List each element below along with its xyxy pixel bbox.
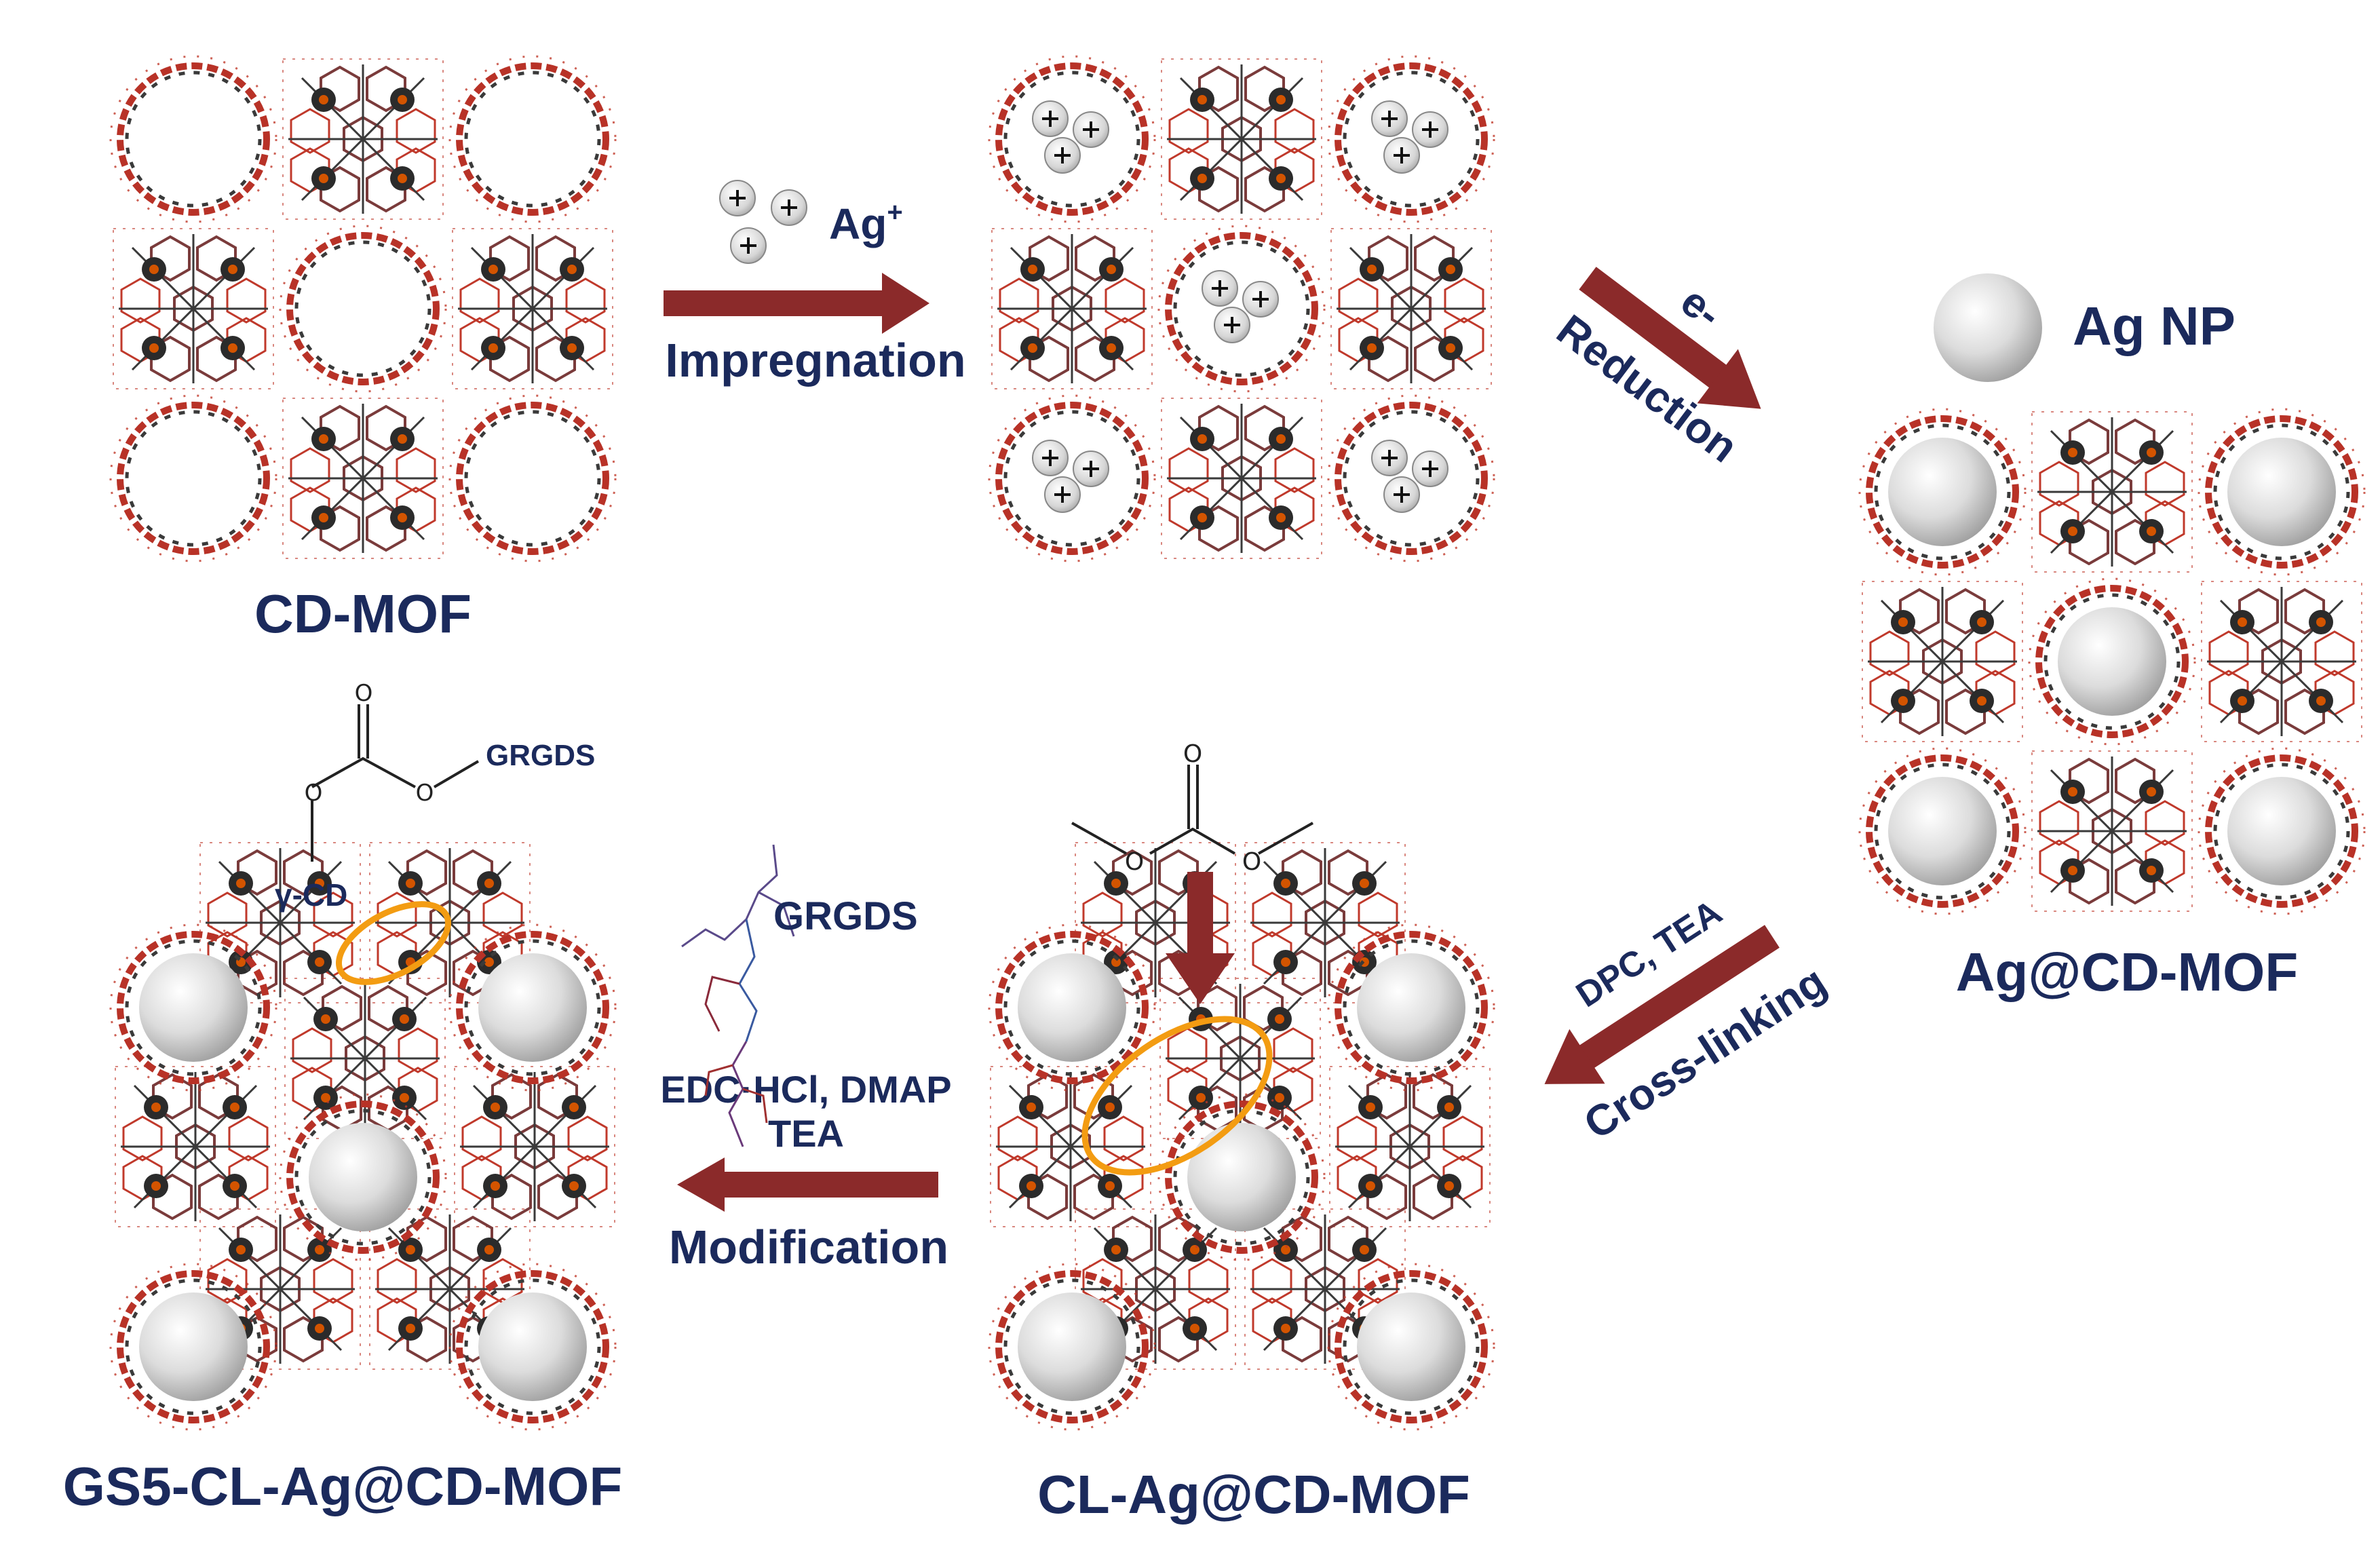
ag-np-label: Ag NP [2073,296,2235,356]
cl-ag-cd-mof-lattice [989,841,1494,1430]
modification-reagent-label-1: EDC·HCl, DMAP [660,1068,951,1111]
grgds-chain-label: GRGDS [486,739,595,772]
gs5-cl-ag-cd-mof-lattice [111,841,615,1430]
modification-label: Modification [669,1221,948,1274]
dpc-ester-o-left: O [1125,848,1144,876]
impregnation-arrow [664,273,929,334]
dpc-down-arrow [1166,872,1235,1004]
dpc-ester-o-right: O [1242,848,1261,876]
crosslinking-arrow [1544,925,1780,1084]
electron-label: e- [1672,277,1731,337]
crosslink-reagent-label: DPC, TEA [1569,892,1729,1015]
impregnation-label: Impregnation [665,334,965,387]
carbonate-linker [311,704,480,862]
cd-mof-lattice [111,56,615,561]
linker-ester-o-right: O [416,780,434,807]
silver-nanoparticle-icon [1934,273,2042,382]
cd-mof-label: CD-MOF [254,583,472,644]
linker-ester-o-left: O [305,780,323,807]
modification-arrow [677,1157,938,1212]
grgds-peptide-icon [681,844,795,1147]
conjugation-site-highlight [335,901,452,985]
modification-reagent-label-2: TEA [768,1112,844,1155]
silver-ion-icon [718,179,808,265]
ag-cd-mof-label: Ag@CD-MOF [1956,942,2299,1002]
grgds-reagent-label: GRGDS [773,894,918,938]
ag-cd-mof-lattice [1860,409,2364,914]
dpc-carbonyl-o: O [1183,740,1202,768]
gamma-cd-label: γ-CD [275,877,347,913]
crosslink-highlight [1081,1016,1273,1176]
dpc-molecule [1071,765,1313,855]
ag-ion-loaded-lattice [989,56,1494,561]
linker-carbonyl-o: O [355,680,373,707]
reduction-arrow [1579,267,1761,409]
ag-ion-label: Ag+ [829,197,903,248]
gs5-cl-ag-cd-mof-label: GS5-CL-Ag@CD-MOF [63,1456,623,1516]
cl-ag-cd-mof-label: CL-Ag@CD-MOF [1037,1464,1470,1525]
